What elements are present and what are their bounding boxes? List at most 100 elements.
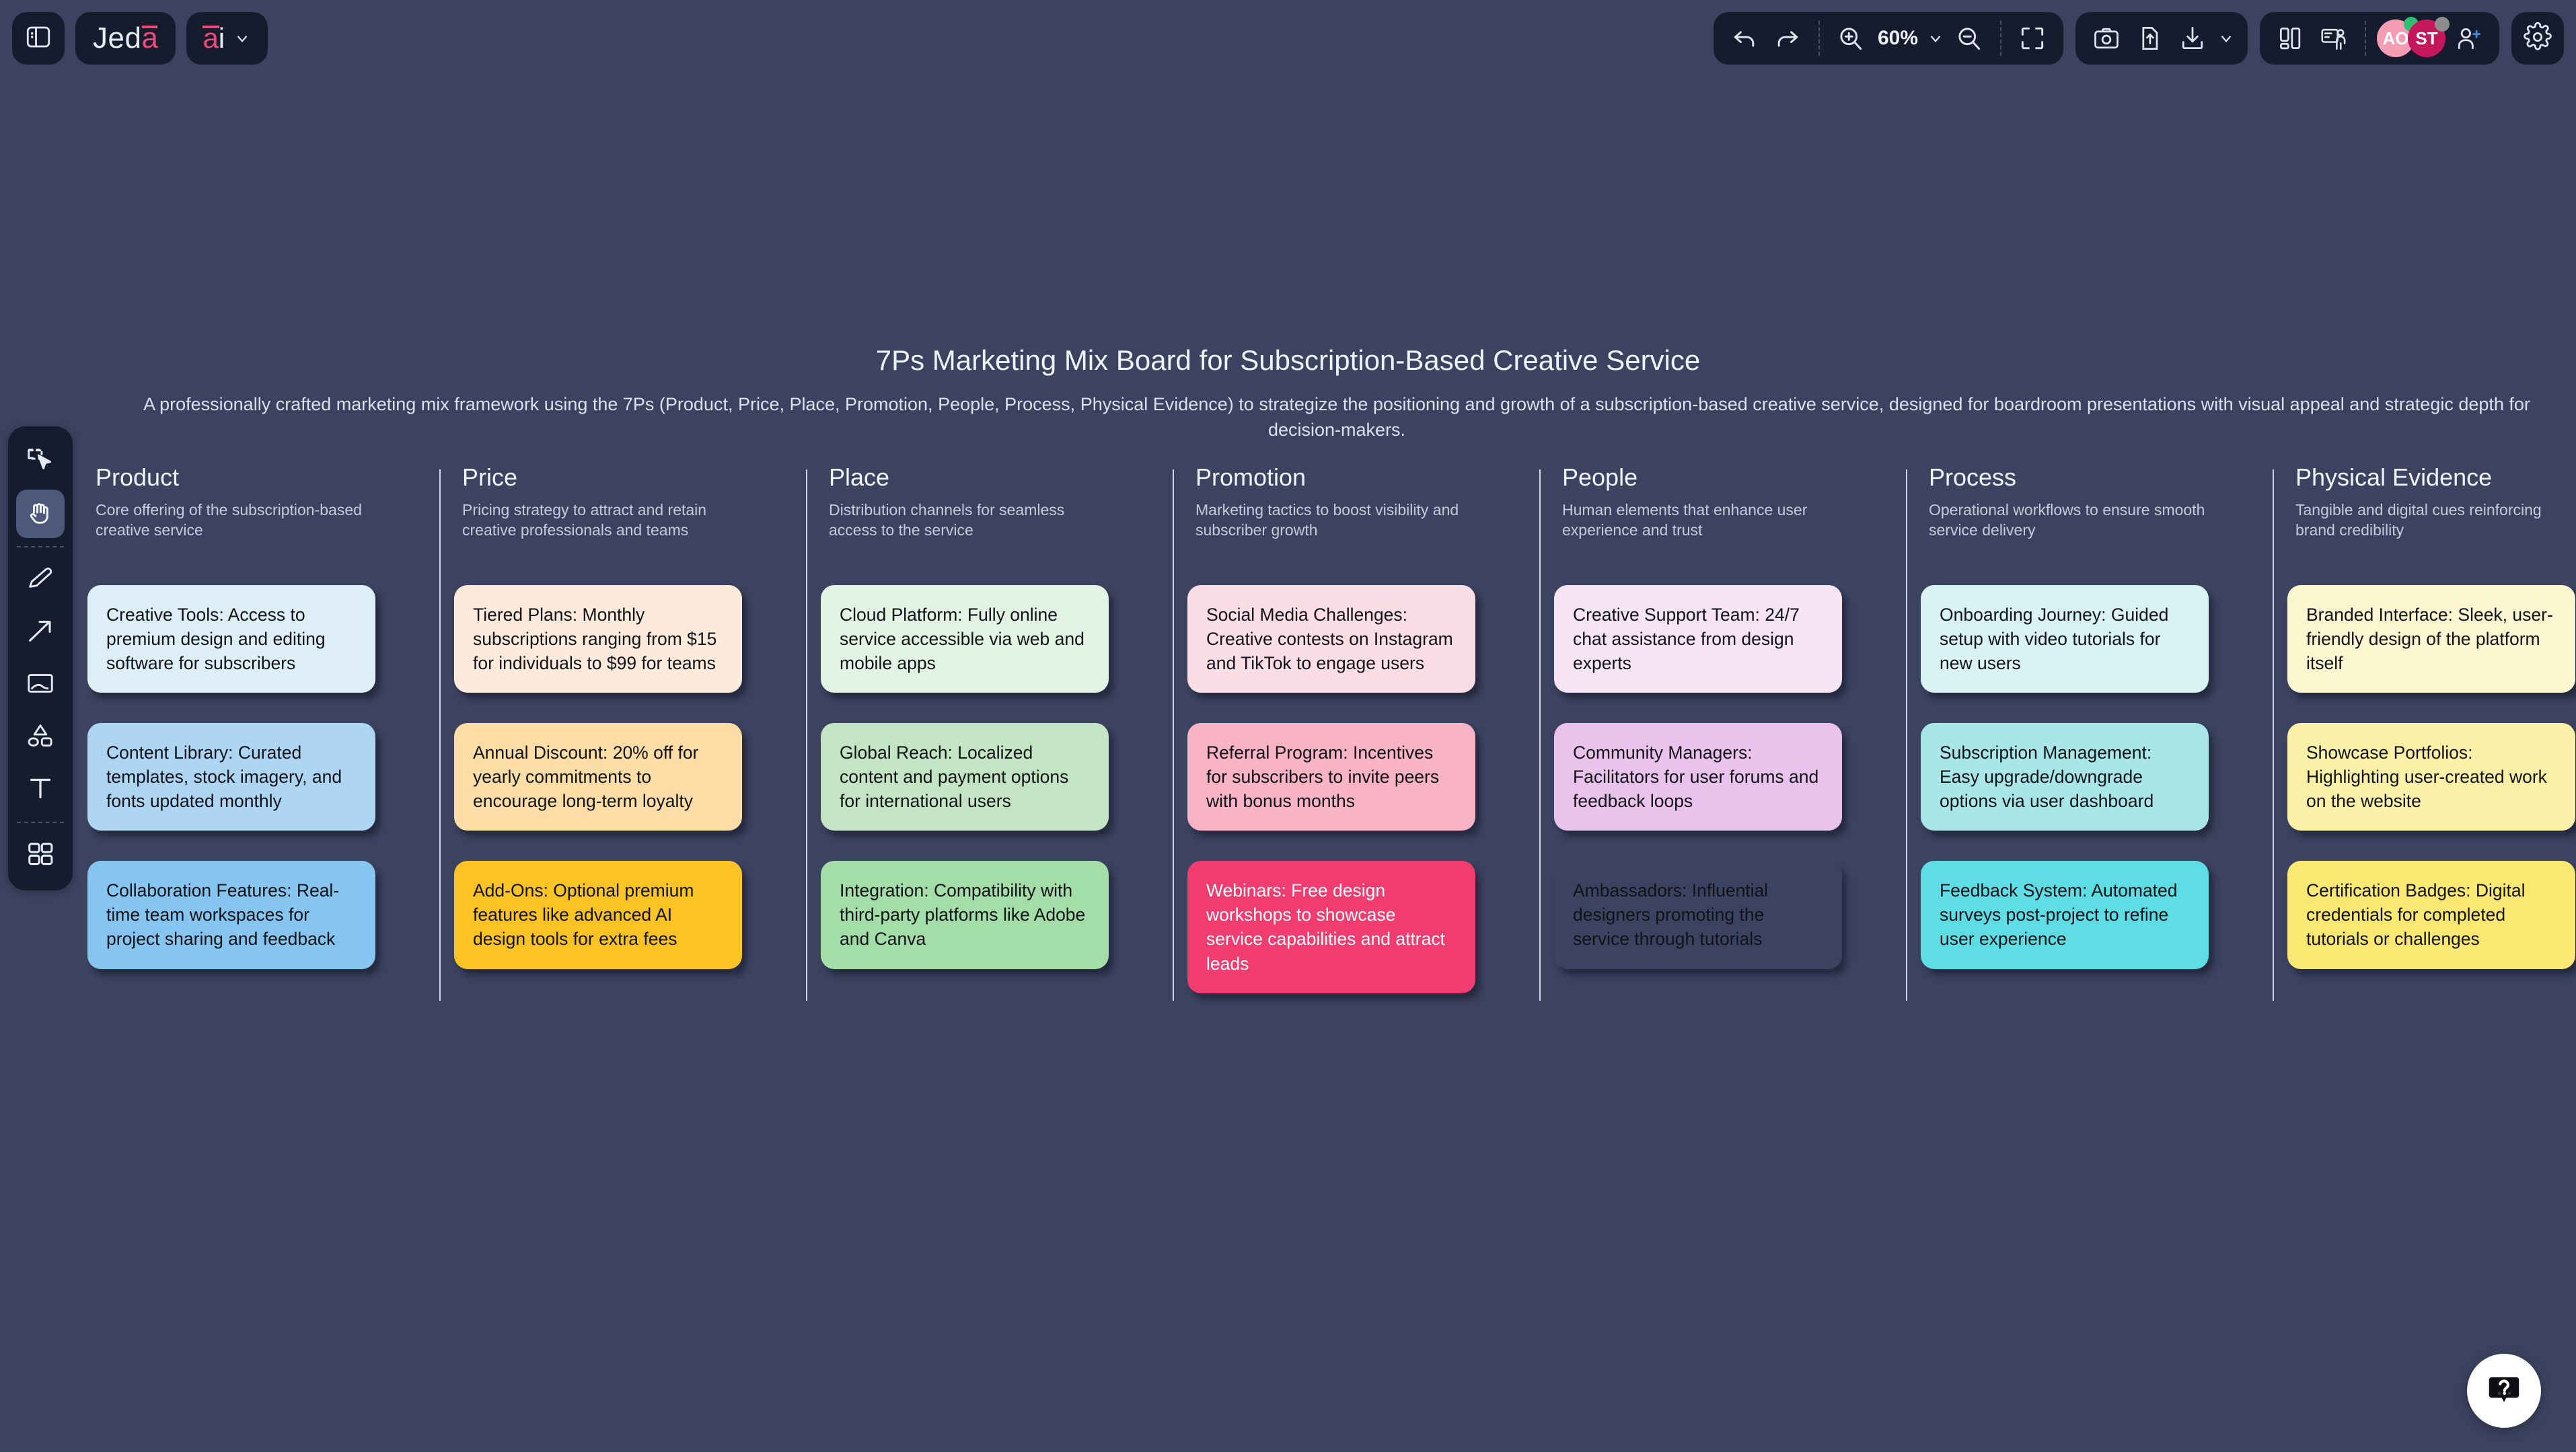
sticky-card[interactable]: Showcase Portfolios: Highlighting user-c… [2287, 723, 2575, 831]
image-tool[interactable] [16, 660, 65, 709]
sticky-card[interactable]: Onboarding Journey: Guided setup with vi… [1921, 585, 2209, 693]
column-cards: Creative Tools: Access to premium design… [87, 585, 454, 969]
column-divider [2273, 469, 2274, 1001]
text-tool[interactable] [16, 765, 65, 814]
pen-tool[interactable] [16, 556, 65, 604]
layout-split-button[interactable] [2271, 18, 2311, 59]
app-logo-text: Jed [93, 22, 142, 54]
sticky-card[interactable]: Tiered Plans: Monthly subscriptions rang… [454, 585, 742, 693]
sticky-card-text: Tiered Plans: Monthly subscriptions rang… [473, 605, 717, 674]
column-subtitle: Distribution channels for seamless acces… [829, 500, 1065, 539]
upload-button[interactable] [2129, 18, 2170, 59]
column-divider [1906, 469, 1907, 1001]
text-icon [25, 773, 56, 807]
divider [1818, 21, 1820, 56]
image-icon [25, 668, 56, 702]
zoom-dropdown-chevron-down-icon[interactable] [1925, 21, 1946, 56]
history-zoom-group: 60% [1713, 12, 2063, 65]
sticky-card[interactable]: Annual Discount: 20% off for yearly comm… [454, 723, 742, 831]
help-button[interactable] [2467, 1354, 2541, 1428]
download-button[interactable] [2172, 18, 2213, 59]
sticky-card[interactable]: Referral Program: Incentives for subscri… [1187, 723, 1475, 831]
present-button[interactable] [2314, 18, 2354, 59]
sticky-card[interactable]: Ambassadors: Influential designers promo… [1554, 861, 1842, 968]
divider [17, 546, 64, 547]
add-user-button[interactable] [2448, 18, 2489, 59]
zoom-out-button[interactable] [1949, 18, 1989, 59]
redo-button[interactable] [1767, 18, 1808, 59]
fit-to-screen-button[interactable] [2012, 18, 2053, 59]
screenshot-button[interactable] [2086, 18, 2127, 59]
sticky-card[interactable]: Webinars: Free design workshops to showc… [1187, 861, 1475, 993]
app-logo-accent: a [141, 22, 159, 54]
column-subtitle: Tangible and digital cues reinforcing br… [2295, 500, 2542, 539]
sticky-card[interactable]: Branded Interface: Sleek, user-friendly … [2287, 585, 2575, 693]
settings-button[interactable] [2511, 12, 2564, 65]
sticky-card[interactable]: Collaboration Features: Real-time team w… [87, 861, 375, 969]
avatar-initials: AO [2382, 28, 2409, 48]
column-title: Price [462, 463, 518, 491]
left-tool-palette [8, 426, 73, 890]
column-subtitle: Operational workflows to ensure smooth s… [1929, 500, 2205, 539]
divider [2000, 21, 2001, 56]
shape-tool[interactable] [16, 713, 65, 761]
sticky-card[interactable]: Subscription Management: Easy upgrade/do… [1921, 723, 2209, 831]
page-title: 7Ps Marketing Mix Board for Subscription… [875, 344, 1701, 376]
avatar[interactable]: ST [2408, 17, 2450, 57]
select-cursor-icon [25, 445, 56, 479]
sticky-card[interactable]: Community Managers: Facilitators for use… [1554, 723, 1842, 831]
panel-toggle-icon [24, 23, 52, 54]
arrow-tool[interactable] [16, 608, 65, 656]
zoom-in-button[interactable] [1831, 18, 1871, 59]
column-title: People [1562, 463, 1638, 491]
grid-icon [25, 839, 56, 873]
panel-toggle-button[interactable] [12, 12, 65, 65]
hand-tool[interactable] [16, 490, 65, 538]
column-cards: Tiered Plans: Monthly subscriptions rang… [454, 585, 821, 969]
sticky-card[interactable]: Integration: Compatibility with third-pa… [821, 861, 1109, 969]
sticky-card-text: Add-Ons: Optional premium features like … [473, 880, 694, 950]
column-cards: Creative Support Team: 24/7 chat assista… [1554, 585, 1921, 968]
sticky-card[interactable]: Creative Support Team: 24/7 chat assista… [1554, 585, 1842, 693]
sticky-card-text: Branded Interface: Sleek, user-friendly … [2306, 605, 2553, 674]
pen-icon [25, 563, 56, 597]
undo-button[interactable] [1724, 18, 1765, 59]
sticky-card-text: Onboarding Journey: Guided setup with vi… [1940, 605, 2169, 674]
select-tool[interactable] [16, 437, 65, 486]
sticky-card-text: Subscription Management: Easy upgrade/do… [1940, 742, 2154, 812]
download-chevron-down-icon[interactable] [2215, 21, 2237, 56]
sticky-card[interactable]: Add-Ons: Optional premium features like … [454, 861, 742, 969]
board-description: A professionally crafted marketing mix f… [143, 394, 2530, 441]
divider [17, 822, 64, 823]
sticky-card[interactable]: Creative Tools: Access to premium design… [87, 585, 375, 693]
column-title: Promotion [1195, 463, 1307, 491]
column-subtitle: Core offering of the subscription-based … [96, 500, 362, 539]
sticky-card[interactable]: Certification Badges: Digital credential… [2287, 861, 2575, 969]
ai-menu-button[interactable]: ai [186, 12, 268, 65]
template-tool[interactable] [16, 831, 65, 880]
zoom-level-value[interactable]: 60% [1877, 27, 1918, 49]
column-subtitle: Marketing tactics to boost visibility an… [1195, 500, 1459, 539]
sticky-card[interactable]: Social Media Challenges: Creative contes… [1187, 585, 1475, 693]
avatar[interactable]: AO [2377, 17, 2419, 57]
hand-icon [25, 497, 56, 531]
sticky-card[interactable]: Feedback System: Automated surveys post-… [1921, 861, 2209, 969]
sticky-card[interactable]: Content Library: Curated templates, stoc… [87, 723, 375, 831]
sticky-card[interactable]: Cloud Platform: Fully online service acc… [821, 585, 1109, 693]
sticky-card[interactable]: Global Reach: Localized content and paym… [821, 723, 1109, 831]
